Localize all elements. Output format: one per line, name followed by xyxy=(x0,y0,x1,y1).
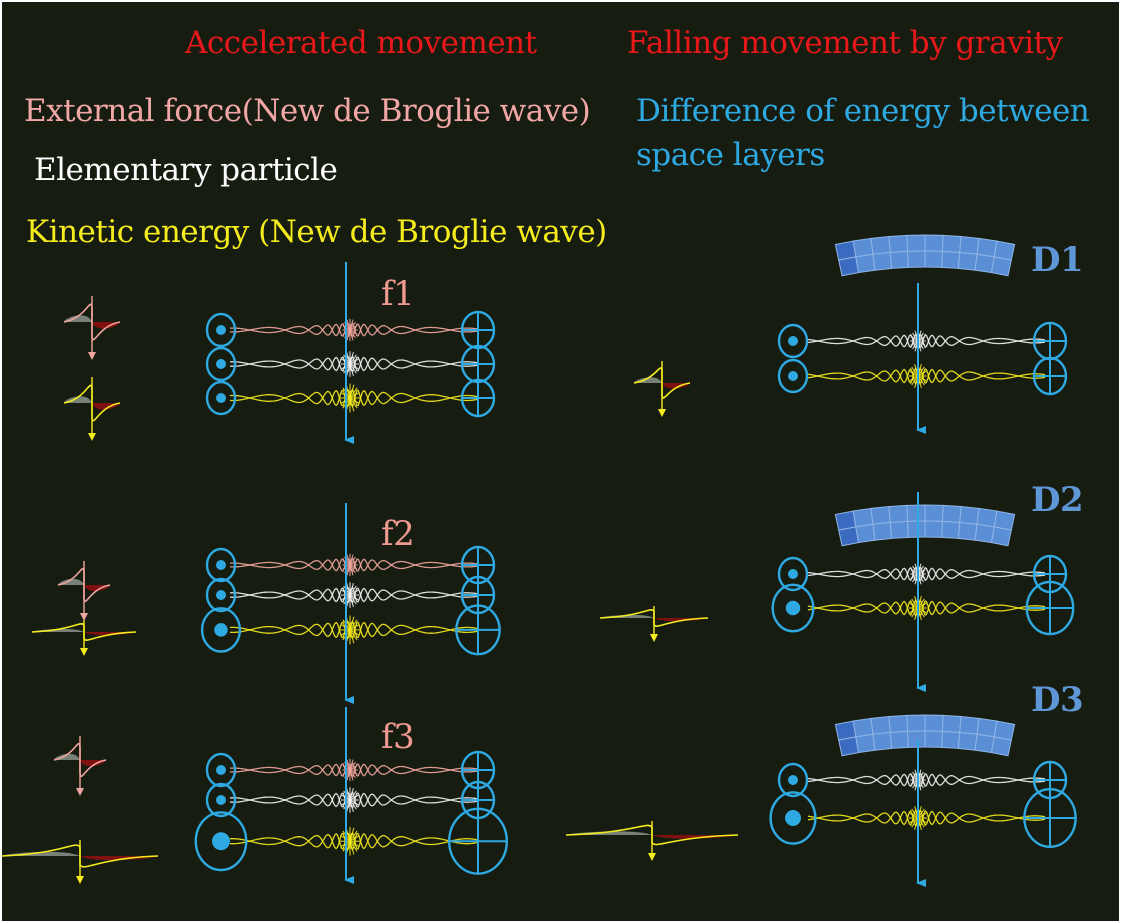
legend-external-force: External force(New de Broglie wave) xyxy=(24,93,591,129)
label-f3: f3 xyxy=(381,717,415,757)
legend-kinetic-energy: Kinetic energy (New de Broglie wave) xyxy=(26,214,607,250)
legend-difference-of-energy-line2: space layers xyxy=(636,137,825,173)
heading-accelerated-movement: Accelerated movement xyxy=(185,25,537,61)
legend-difference-of-energy-line1: Difference of energy between xyxy=(636,93,1090,129)
label-f2: f2 xyxy=(381,514,415,554)
legend-elementary-particle: Elementary particle xyxy=(34,152,338,188)
label-f1: f1 xyxy=(381,274,415,314)
label-d2: D2 xyxy=(1031,480,1084,520)
label-d1: D1 xyxy=(1031,240,1084,280)
heading-falling-movement: Falling movement by gravity xyxy=(627,25,1063,61)
label-d3: D3 xyxy=(1031,680,1084,720)
